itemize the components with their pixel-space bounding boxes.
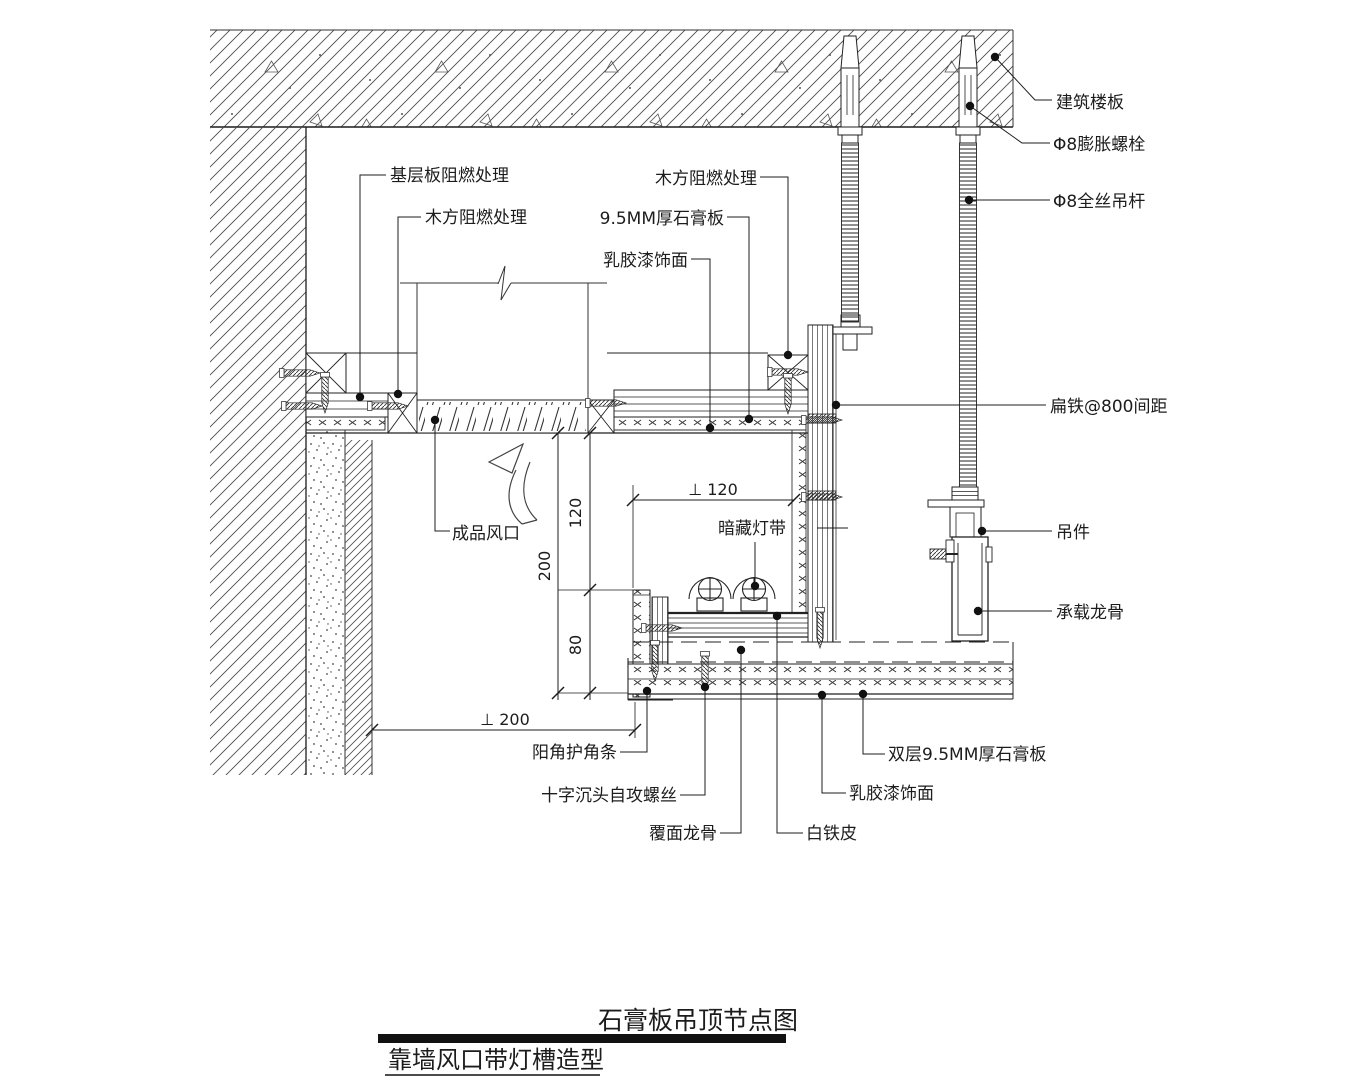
label-wood-fire-right: 木方阻燃处理	[655, 169, 757, 189]
duct-box	[400, 265, 607, 400]
label-cover-keel: 覆面龙骨	[649, 824, 717, 844]
light-strip-lamp-icon	[688, 576, 732, 612]
label-base-board-fire: 基层板阻燃处理	[390, 166, 509, 186]
label-hanger-part: 吊件	[1056, 523, 1090, 543]
plaster-layer	[306, 430, 346, 775]
label-finished-vent: 成品风口	[452, 524, 520, 544]
label-latex-paint-top: 乳胶漆饰面	[603, 251, 688, 271]
label-corner-bead: 阳角护角条	[532, 743, 617, 763]
label-building-slab: 建筑楼板	[1056, 93, 1124, 113]
load-bearing-channel	[929, 536, 993, 642]
airflow-arrow-icon	[487, 442, 538, 525]
expansion-anchor	[955, 35, 981, 144]
hanger-part	[927, 486, 985, 538]
leader-lines	[359, 56, 1052, 834]
rod-bracket-plate	[832, 326, 873, 335]
channel-bolt	[929, 548, 947, 560]
dim-lower-80: 80	[566, 635, 585, 655]
label-gypsum-board: 9.5MM厚石膏板	[600, 208, 724, 229]
rod-hook	[842, 333, 858, 351]
title-underline-bar	[378, 1034, 786, 1043]
vent-louver	[416, 399, 589, 434]
label-latex-paint-bottom: 乳胶漆饰面	[849, 784, 934, 804]
label-wood-fire-left: 木方阻燃处理	[425, 208, 527, 228]
wall-finish-layer	[345, 440, 373, 775]
label-load-bearing-keel: 承载龙骨	[1056, 603, 1124, 623]
threaded-rod	[841, 142, 859, 323]
masonry-wall	[210, 127, 307, 775]
drawing-subtitle: 靠墙风口带灯槽造型	[388, 1046, 604, 1074]
trough-shelf	[667, 611, 808, 638]
label-flat-iron: 扁铁@800间距	[1050, 397, 1167, 417]
label-tapping-screw: 十字沉头自攻螺丝	[541, 786, 677, 806]
dim-slot-120: ⊥ 120	[688, 480, 738, 499]
label-double-gypsum: 双层9.5MM厚石膏板	[888, 744, 1046, 765]
dimension-chain	[365, 426, 801, 738]
concrete-slab	[210, 29, 1014, 128]
gypsum-strip	[305, 416, 386, 431]
expansion-anchor	[837, 35, 863, 144]
drawing-title: 石膏板吊顶节点图	[598, 1006, 798, 1035]
wood-block-icon	[387, 392, 418, 434]
title-block: 石膏板吊顶节点图 靠墙风口带灯槽造型	[378, 1006, 798, 1076]
dim-total-200: 200	[535, 551, 554, 582]
trough-back-board	[791, 429, 807, 614]
leader-dots	[355, 52, 1000, 700]
label-hidden-light: 暗藏灯带	[718, 519, 786, 539]
dim-offset-200: ⊥ 200	[480, 710, 530, 729]
label-white-iron: 白铁皮	[806, 824, 857, 844]
label-hanger-rod: Φ8全丝吊杆	[1053, 192, 1145, 212]
threaded-rod	[959, 142, 977, 488]
break-line-icon	[497, 265, 512, 301]
label-expansion-bolt: Φ8膨胀螺栓	[1053, 135, 1145, 155]
dim-upper-120: 120	[566, 498, 585, 529]
vertical-stud	[807, 314, 873, 643]
